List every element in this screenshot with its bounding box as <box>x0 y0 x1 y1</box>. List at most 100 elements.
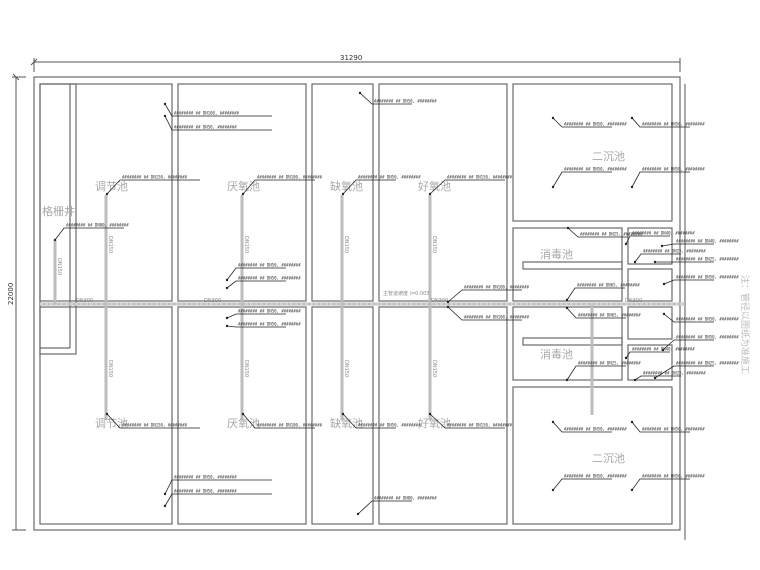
leader-line <box>663 313 714 323</box>
clarifier-top-outline <box>512 83 673 222</box>
leader-note: ######## ## DN50, ######## <box>225 322 301 328</box>
leader-note-text: ######## ## DN50, ######## <box>238 322 301 327</box>
leader-note-text: ######## ## DN50, ######## <box>676 317 739 322</box>
leader-note-text: ######## ## DN25, ######## <box>580 232 643 237</box>
leader-note-text: ######## ## DN100, ######## <box>257 423 323 428</box>
leader-note: ######## ## DN150, ######## <box>105 175 200 196</box>
leader-note-text: ######## ## DN25, ######## <box>578 361 641 366</box>
small-chamber-4 <box>627 344 673 381</box>
leader-note: ######## ## DN65, ######## <box>565 306 641 319</box>
leader-line <box>552 478 612 491</box>
leader-line <box>634 375 681 381</box>
leader-line <box>552 117 612 128</box>
leader-note-text: ######## ## DN25, ######## <box>676 257 739 262</box>
pipe-label-dn300-3: DN300 <box>431 298 448 304</box>
side-note: 注：管径以图纸为准施工 <box>739 275 751 374</box>
leader-note: ######## ## DN80, ######## <box>53 223 129 242</box>
leader-line <box>164 115 272 131</box>
tank-label-anaerobic-top: 厌氧池 <box>227 179 260 193</box>
leader-line <box>631 478 690 491</box>
leader-line <box>662 339 714 351</box>
leader-line <box>447 306 522 321</box>
leader-note: ######## ## DN150, ######## <box>428 175 513 196</box>
tank-label-disinfection-top: 消毒池 <box>540 247 573 261</box>
leader-note-text: ######## ## DN50, ######## <box>174 489 237 494</box>
leader-note: ######## ## DN50, ######## <box>630 116 705 128</box>
dimension-width: 31290 <box>30 54 681 72</box>
leader-note: ######## ## DN80, ######## <box>356 496 437 516</box>
leader-line <box>567 227 628 238</box>
leader-note-text: ######## ## DN50, ######## <box>642 122 705 127</box>
leader-line <box>359 92 412 105</box>
leader-line <box>625 235 670 245</box>
leader-line <box>226 267 286 281</box>
leader-note: ######## ## DN50, ######## <box>551 116 627 128</box>
leader-note-text: ######## ## DN100, ######## <box>174 111 240 116</box>
leader-note: ######## ## DN100, ######## <box>163 102 272 117</box>
leader-note: ######## ## DN50, ######## <box>551 474 627 492</box>
leader-note: ######## ## DN50, ######## <box>662 312 739 323</box>
leader-line <box>631 421 690 433</box>
leader-note: ######## ## DN50, ######## <box>630 167 705 189</box>
leader-note-text: ######## ## DN80, ######## <box>66 223 129 228</box>
leader-note: ######## ## DN50, ######## <box>163 475 272 496</box>
leader-note: ######## ## DN50, ######## <box>661 335 739 352</box>
leader-line <box>164 479 272 495</box>
leader-note: ######## ## DN100, ######## <box>446 305 530 321</box>
leader-note-text: ######## ## DN50, ######## <box>374 99 437 104</box>
leader-line <box>242 413 315 429</box>
leader-line <box>164 103 272 117</box>
leader-line <box>342 179 396 195</box>
leader-note: ######## ## DN50, ######## <box>341 412 421 429</box>
branch-label-3: DN150 <box>343 236 349 253</box>
leader-line <box>552 171 612 188</box>
leader-note-text: ######## ## DN50, ######## <box>564 167 627 172</box>
pipe-label-dn300-4: DN300 <box>625 298 642 304</box>
leader-note: ######## ## DN50, ######## <box>630 474 705 492</box>
leader-note-text: ######## ## DN40, ######## <box>632 231 695 236</box>
leader-line <box>242 179 315 195</box>
leader-annotations: ######## ## DN100, ######## ######## ## D… <box>53 91 739 516</box>
leader-line <box>447 289 522 303</box>
leader-note-text: ######## ## DN50, ######## <box>564 122 627 127</box>
small-chamber-2 <box>627 268 673 302</box>
leader-note: ######## ## DN50, ######## <box>551 420 627 433</box>
branch-label-5: DN150 <box>107 360 113 377</box>
leader-line <box>661 243 714 247</box>
leader-note-text: ######## ## DN50, ######## <box>642 474 705 479</box>
leader-line <box>342 413 396 429</box>
branch-label-4: DN150 <box>431 236 437 253</box>
leader-note: ######## ## DN50, ######## <box>225 263 301 282</box>
leader-note-text: ######## ## DN65, ######## <box>578 313 641 318</box>
tank-label-anaerobic-bottom: 厌氧池 <box>227 416 260 430</box>
leader-line <box>226 313 286 319</box>
tank-label-aerobic-top: 好氧池 <box>418 179 451 193</box>
leader-note-text: ######## ## DN50, ######## <box>358 423 421 428</box>
leader-note-text: ######## ## DN100, ######## <box>464 285 530 290</box>
leader-note: ######## ## DN50, ######## <box>551 167 627 189</box>
branch-label-2: DN150 <box>243 236 249 253</box>
leader-note: ######## ## DN40, ######## <box>624 231 695 246</box>
leader-line <box>566 365 626 381</box>
leader-line <box>631 171 690 188</box>
leader-note: ######## ## DN50, ######## <box>225 276 301 290</box>
height-dimension-label: 22000 <box>7 283 15 305</box>
leader-note: ######## ## DN50, ######## <box>358 91 437 105</box>
leader-note: ######## ## DN50, ######## <box>630 420 705 433</box>
leader-note: ######## ## DN25, ######## <box>653 257 739 264</box>
leader-note: ######## ## DN40, ######## <box>660 239 739 248</box>
pipe-slope-note: 主管道坡度 i=0.003 <box>383 290 429 297</box>
leader-line <box>429 413 505 429</box>
leader-line <box>566 287 625 301</box>
leader-note: ######## ## DN50, ######## <box>163 489 272 508</box>
disinfection-top-outline <box>512 227 623 302</box>
leader-note-text: ######## ## DN50, ######## <box>358 175 421 180</box>
leader-line <box>663 279 714 285</box>
leader-note-text: ######## ## DN50, ######## <box>676 335 739 340</box>
leader-line <box>552 421 612 433</box>
leader-note-text: ######## ## DN40, ######## <box>676 239 739 244</box>
leader-line <box>429 179 505 195</box>
leader-note: ######## ## DN25, ######## <box>633 371 706 382</box>
leader-note: ######## ## DN25, ######## <box>566 226 643 238</box>
leader-line <box>566 307 626 319</box>
